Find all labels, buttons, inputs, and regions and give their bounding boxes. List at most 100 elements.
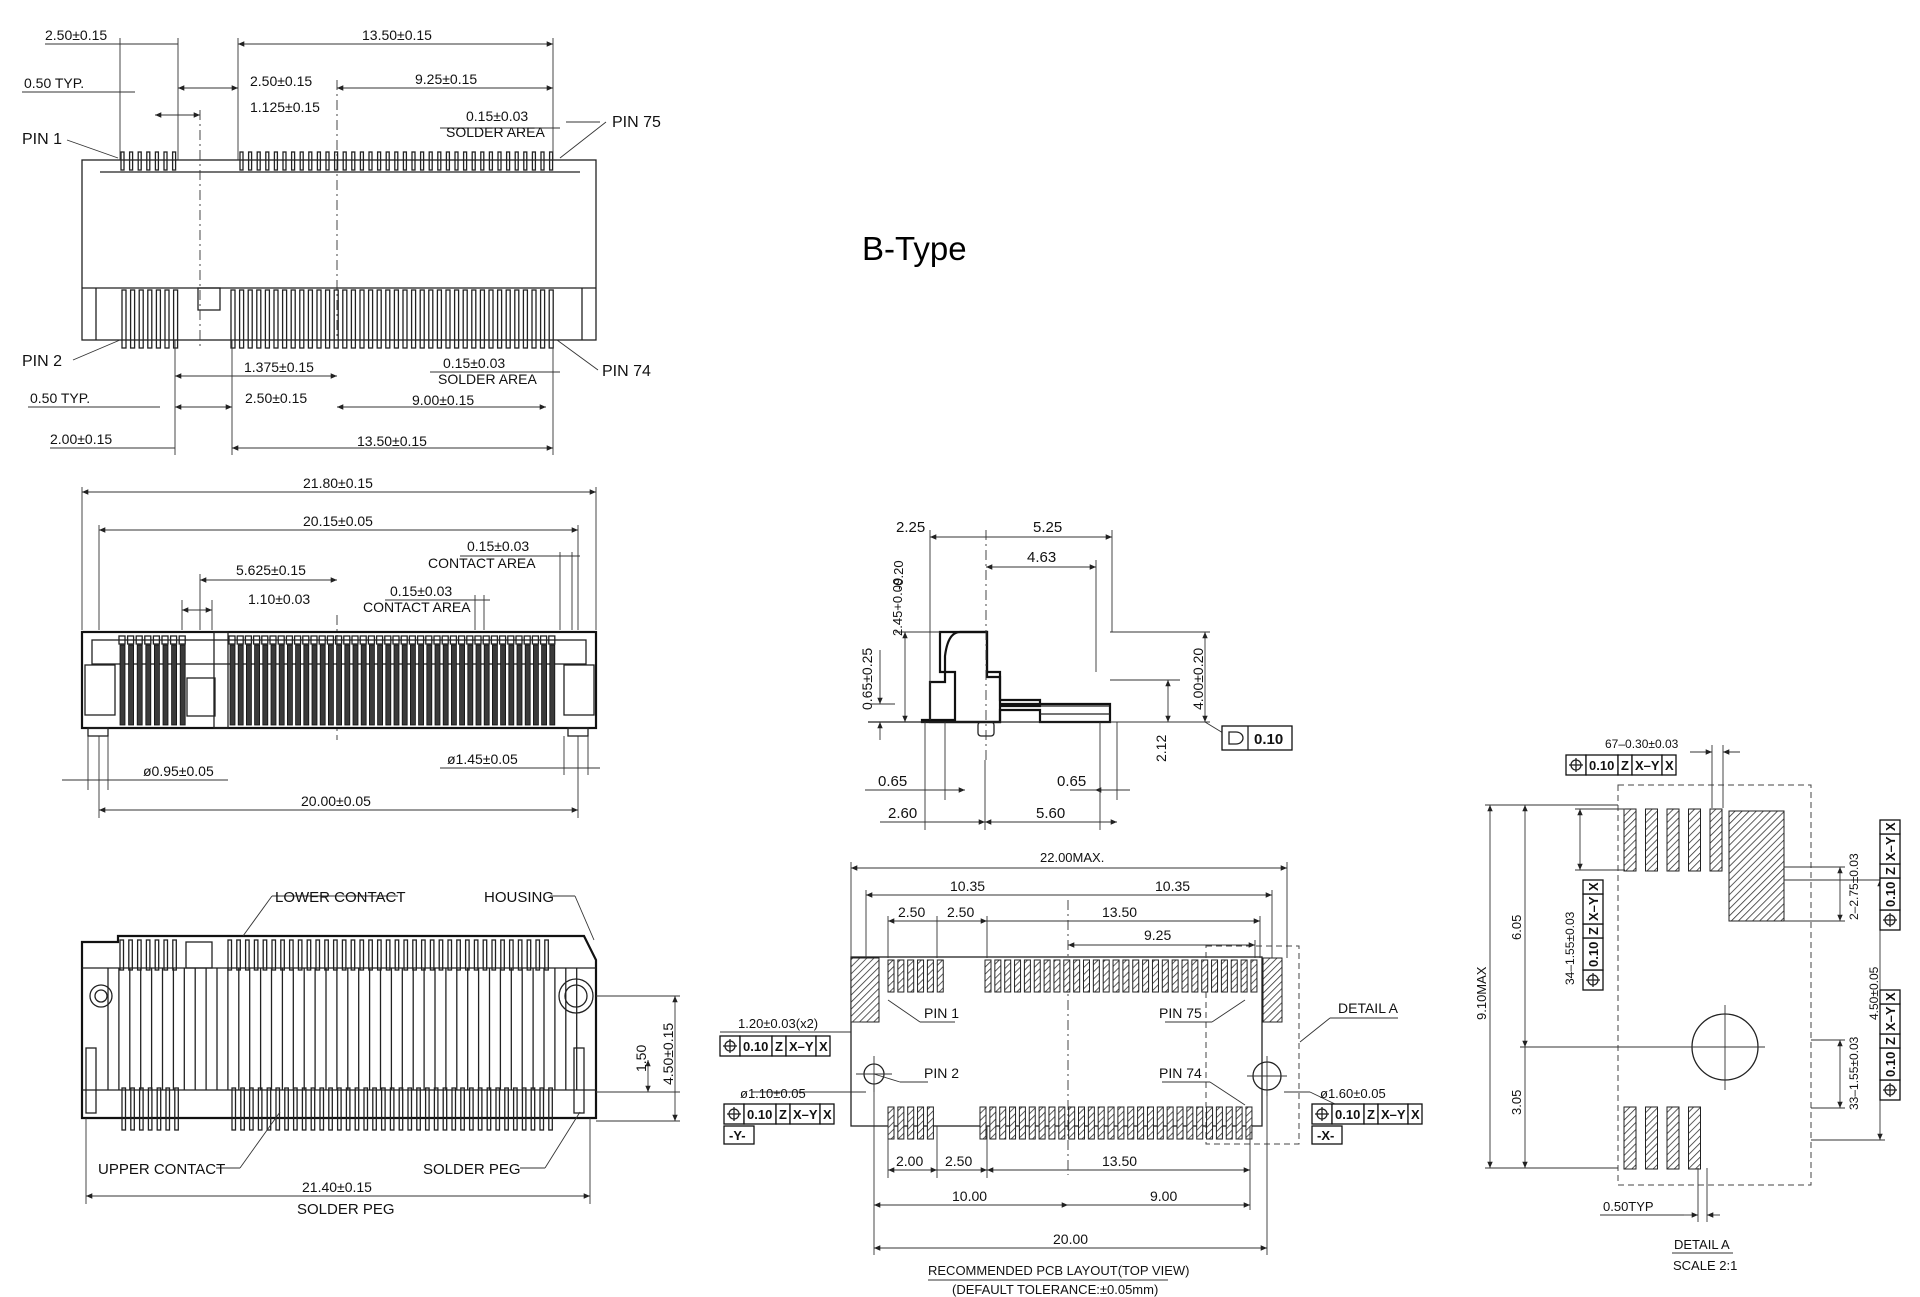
pad-top	[1201, 959, 1209, 993]
pad-top	[1211, 959, 1219, 993]
dim-phi-110: ø1.10±0.05	[740, 1086, 806, 1101]
contact-tip	[515, 635, 523, 645]
dim-5-25: 5.25	[1033, 519, 1062, 536]
lower-contact-lead	[163, 939, 169, 971]
label-lower-contact: LOWER CONTACT	[275, 889, 406, 906]
pad-top	[1220, 959, 1228, 993]
pad-top	[1033, 959, 1041, 993]
front-view: 21.80±0.15 20.15±0.05 0.15±0.03 CONTACT …	[62, 475, 600, 818]
upper-contact-lead	[301, 1087, 307, 1131]
dim-5-625: 5.625±0.15	[236, 562, 306, 578]
pad-bottom	[1107, 1106, 1115, 1140]
pad-top	[1102, 959, 1110, 993]
contact	[145, 644, 152, 726]
pin-lower	[393, 289, 400, 349]
pin-upper	[239, 151, 244, 171]
pad-bottom	[1206, 1106, 1214, 1140]
dim-2-45: 2.45+0.09	[890, 578, 905, 636]
pin-lower	[479, 289, 486, 349]
upper-contact-lead	[156, 1087, 162, 1131]
upper-contact-lead	[165, 1087, 171, 1131]
lower-contact-lead	[359, 939, 365, 971]
label-detail-a-ref: DETAIL A	[1338, 1000, 1399, 1016]
pin-upper	[540, 151, 545, 171]
fcf-cell: X–Y	[1635, 758, 1660, 773]
fcf-cell: X	[1586, 882, 1601, 891]
dim-4-50: 4.50±0.15	[660, 1023, 676, 1085]
pad-bottom	[1068, 1106, 1076, 1140]
label-contact-area-a: CONTACT AREA	[428, 555, 536, 571]
pin-lower	[129, 289, 136, 349]
dim-9-00: 9.00±0.15	[412, 392, 474, 408]
upper-contact-lead	[147, 1087, 153, 1131]
lower-contact-lead	[145, 939, 151, 971]
dim-2-12: 2.12	[1153, 735, 1169, 762]
upper-contact-lead	[363, 1087, 369, 1131]
lower-contact-lead	[508, 939, 514, 971]
label-pin-75: PIN 75	[612, 114, 661, 131]
contact-tip	[310, 635, 318, 645]
pin-upper	[325, 151, 330, 171]
upper-contact-lead	[424, 1087, 430, 1131]
pad-bottom	[1146, 1106, 1154, 1140]
contact	[136, 644, 143, 726]
lower-contact-lead	[412, 939, 417, 971]
fcf-cell: X	[1665, 758, 1674, 773]
dim-phi-145: ø1.45±0.05	[447, 751, 518, 767]
lower-contact-lead	[332, 939, 338, 971]
pad-top	[907, 959, 915, 993]
pin-lower	[316, 289, 322, 349]
pad-bottom	[1176, 1106, 1184, 1140]
pad-bottom	[999, 1106, 1007, 1140]
fcf-cell: Z	[1883, 867, 1898, 875]
pin-lower	[299, 289, 305, 349]
lower-contact-lead	[154, 939, 160, 971]
upper-contact-lead	[372, 1087, 377, 1131]
upper-contact-lead	[389, 1087, 395, 1131]
pin-lower	[172, 289, 179, 349]
dim-1-50: 1.50	[633, 1045, 649, 1072]
upper-contact-lead	[495, 1087, 501, 1131]
contact	[360, 644, 367, 726]
contact-tip	[236, 635, 244, 645]
contact	[401, 644, 408, 726]
dim-9-00-pcb: 9.00	[1150, 1188, 1177, 1204]
pin-upper	[497, 151, 502, 171]
pad-top	[1014, 959, 1022, 993]
pin-lower	[350, 289, 357, 349]
contact-tip	[228, 635, 236, 645]
fcf-cell: X–Y	[1883, 1006, 1898, 1031]
pin-upper	[290, 151, 296, 171]
contact-tip	[161, 635, 169, 645]
dim-10-00-pcb: 10.00	[952, 1188, 987, 1204]
pad-bottom	[1235, 1106, 1243, 1140]
pin-lower	[436, 289, 443, 349]
pad-bottom	[1196, 1106, 1204, 1140]
dim-2-45-tol: -0.20	[891, 560, 906, 590]
upper-contact-lead	[284, 1087, 289, 1131]
dim-4-00: 4.00±0.20	[1190, 648, 1206, 710]
contact-tip	[359, 635, 367, 645]
contact-tip	[326, 635, 335, 645]
upper-contact-lead	[486, 1087, 492, 1131]
pin-upper	[419, 151, 425, 171]
fcf-cell: Z	[779, 1107, 787, 1122]
contact-tip	[548, 635, 556, 645]
dim-phi-160: ø1.60±0.05	[1320, 1086, 1386, 1101]
dim-9-25: 9.25±0.15	[415, 71, 477, 87]
pin-upper	[368, 151, 373, 171]
contact-tip	[126, 635, 135, 645]
pad-bottom	[1225, 1106, 1233, 1140]
pad-bottom	[1058, 1106, 1066, 1140]
dim-2-00-pcb: 2.00	[896, 1153, 923, 1169]
label-solder-peg: SOLDER PEG	[423, 1161, 521, 1178]
pin-upper	[247, 151, 253, 171]
dim-20-00: 20.00±0.05	[301, 793, 371, 809]
fcf-cell: X	[1883, 992, 1898, 1001]
pin-upper	[120, 151, 125, 171]
datum-label: -X-	[1317, 1128, 1334, 1143]
lower-contact-lead	[544, 939, 549, 971]
